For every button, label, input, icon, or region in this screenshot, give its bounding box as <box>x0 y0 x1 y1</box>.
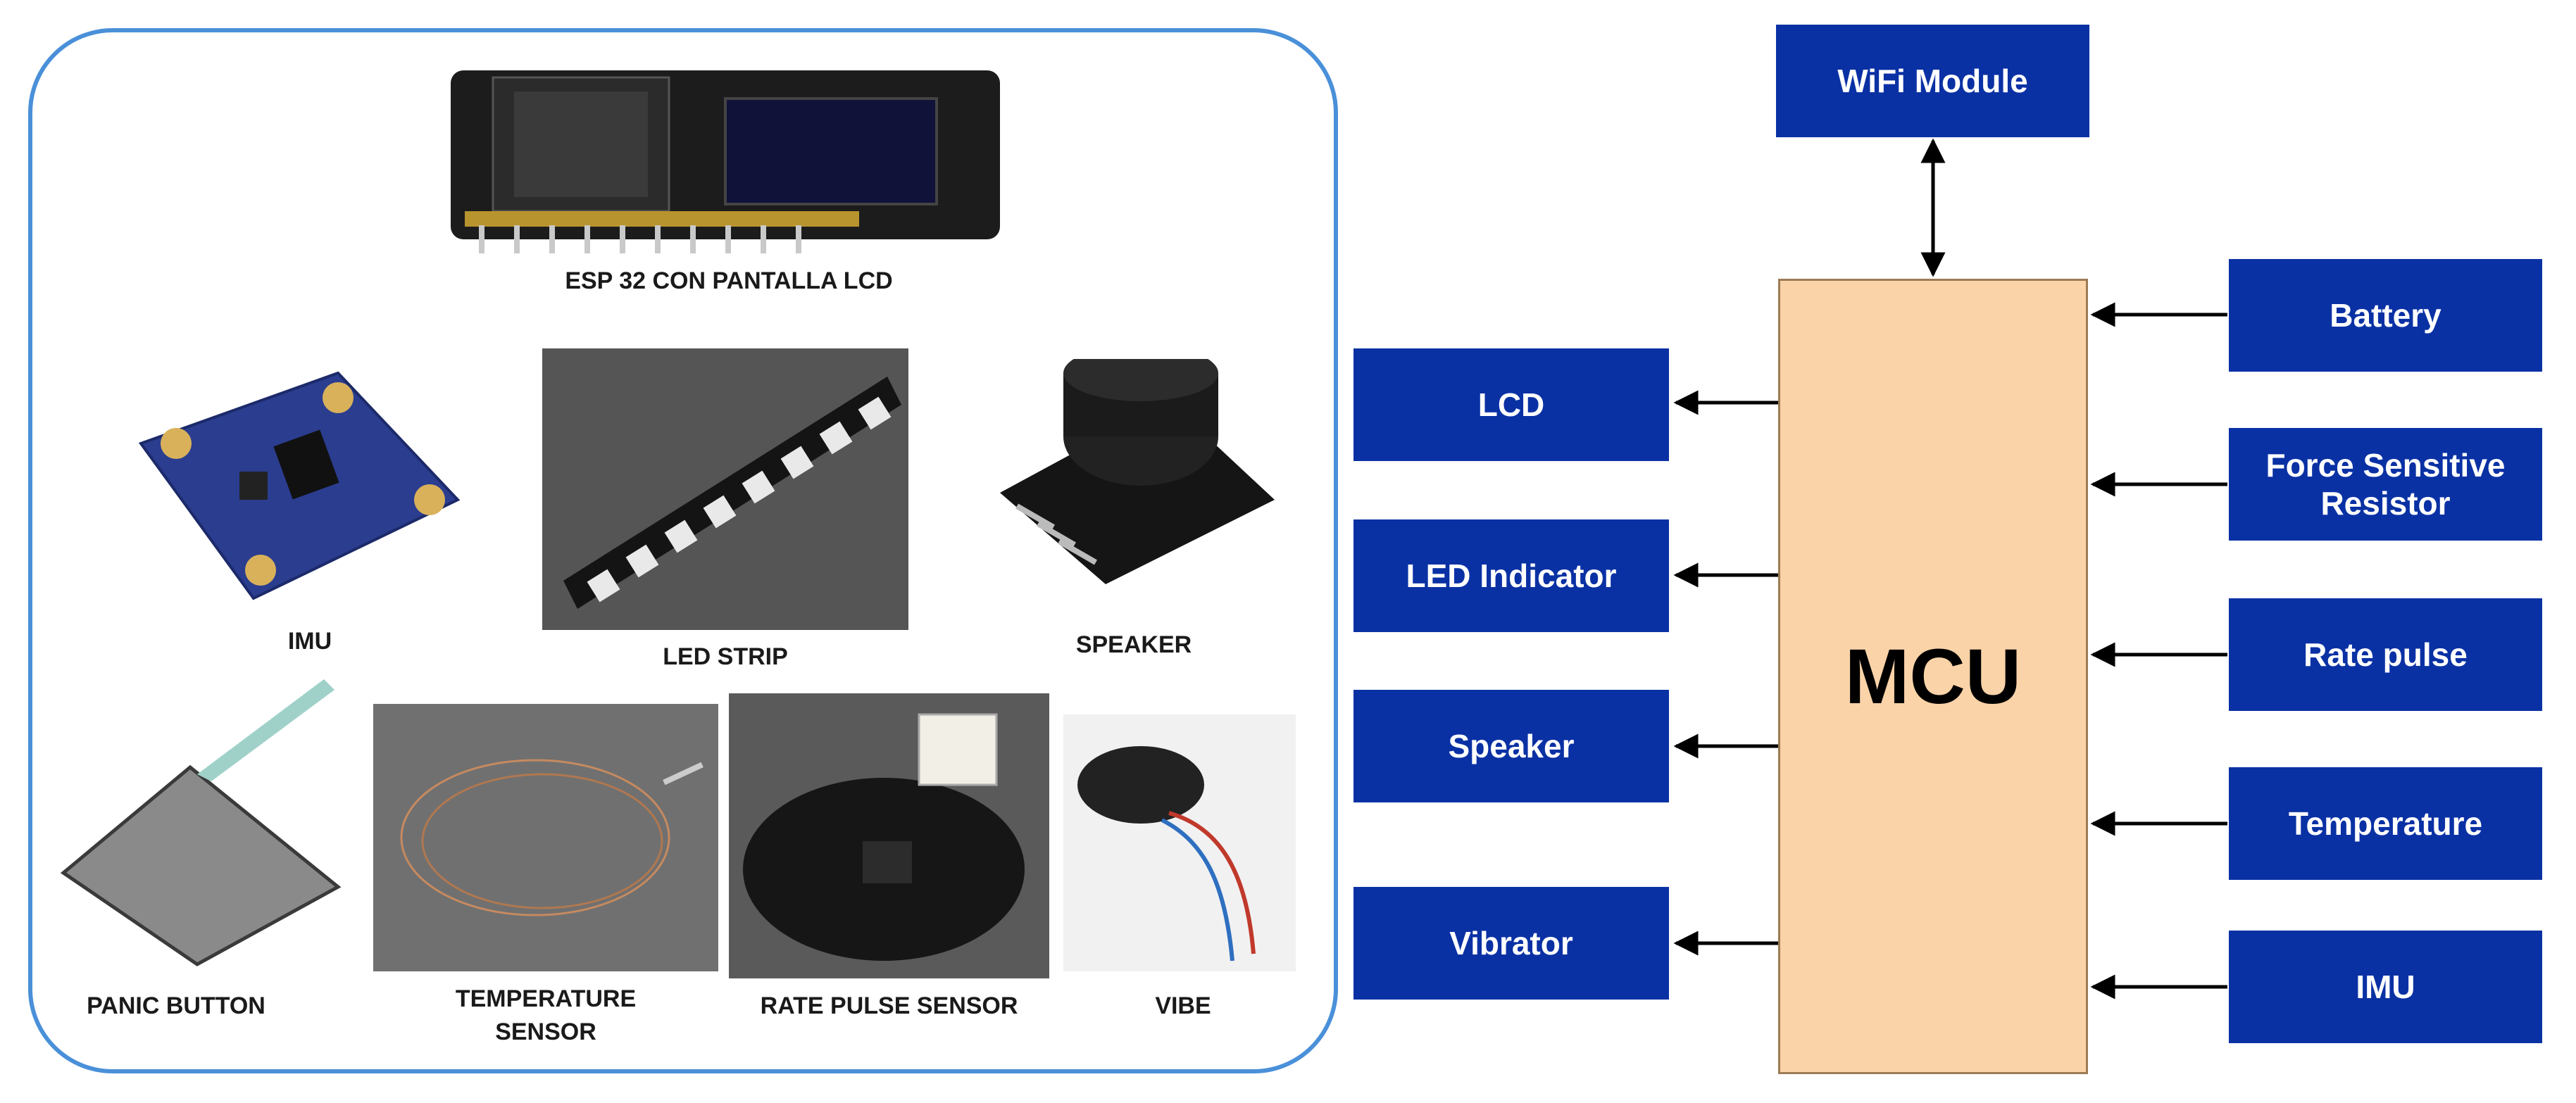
speaker-caption: SPEAKER <box>1075 631 1192 658</box>
wifi-module-block: WiFi Module <box>1776 25 2089 137</box>
output-vibrator-block: Vibrator <box>1353 887 1669 1000</box>
vibe-motor-photo <box>1063 714 1296 971</box>
imu-board-photo <box>127 359 472 612</box>
rate-pulse-sensor-photo <box>729 693 1049 978</box>
input-battery-block: Battery <box>2229 259 2542 372</box>
mcu-block: MCU <box>1778 279 2088 1074</box>
rate-pulse-sensor-caption: RATE PULSE SENSOR <box>760 992 1018 1019</box>
esp32-board-photo <box>451 49 1007 260</box>
temperature-sensor-caption-line2: SENSOR <box>495 1019 596 1045</box>
temperature-sensor-photo <box>373 704 718 971</box>
speaker-photo <box>986 359 1282 591</box>
vibe-caption: VIBE <box>1155 992 1211 1019</box>
imu-caption: IMU <box>287 628 332 655</box>
temperature-sensor-caption-line1: TEMPERATURE <box>455 985 637 1012</box>
panic-button-caption: PANIC BUTTON <box>87 992 265 1019</box>
output-led-indicator-block: LED Indicator <box>1353 519 1669 632</box>
input-imu-block: IMU <box>2229 931 2542 1043</box>
output-speaker-block: Speaker <box>1353 690 1669 802</box>
led-strip-photo <box>542 348 908 630</box>
input-temperature-block: Temperature <box>2229 767 2542 880</box>
panic-button-photo <box>56 676 366 971</box>
output-lcd-block: LCD <box>1353 348 1669 461</box>
esp32-caption: ESP 32 CON PANTALLA LCD <box>565 267 893 294</box>
input-fsr-block: Force Sensitive Resistor <box>2229 428 2542 541</box>
led-strip-caption: LED STRIP <box>663 643 788 670</box>
input-rate-pulse-block: Rate pulse <box>2229 598 2542 711</box>
